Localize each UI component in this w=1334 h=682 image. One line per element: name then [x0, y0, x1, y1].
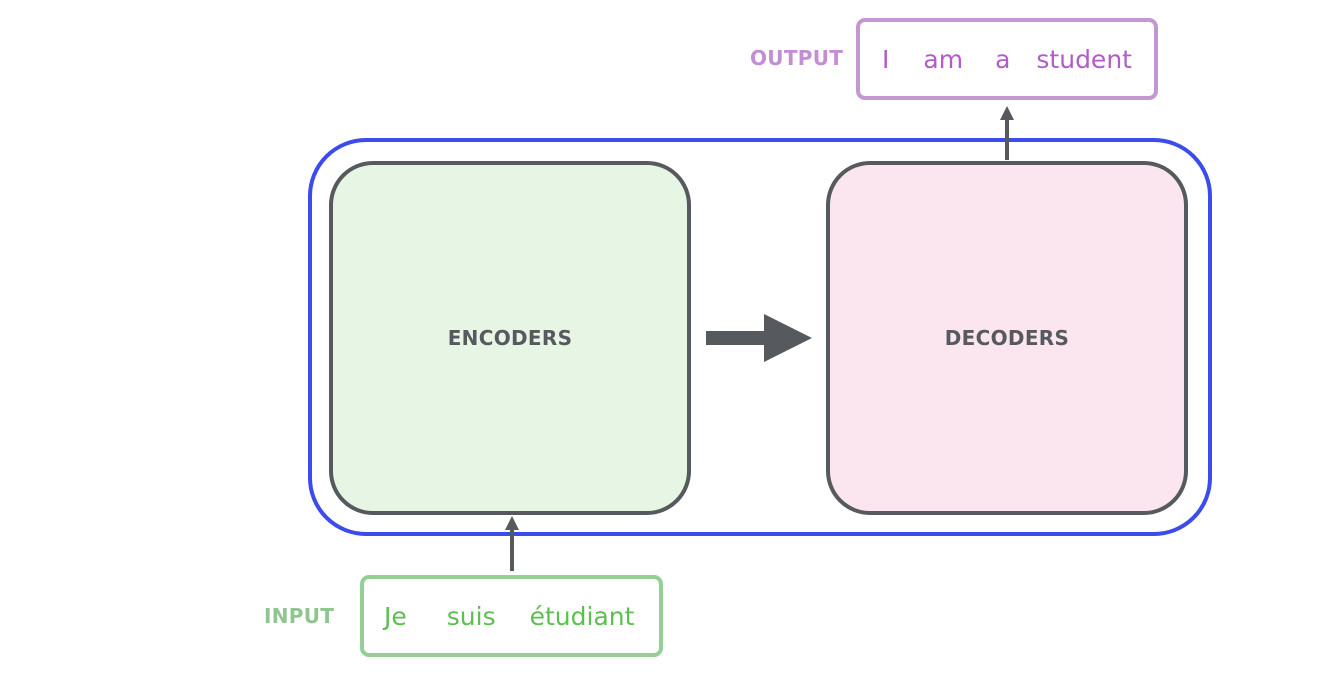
input-word: Je — [384, 601, 407, 631]
encoders-block: ENCODERS — [329, 161, 691, 515]
input-word: étudiant — [529, 601, 635, 631]
output-word: a — [995, 44, 1011, 74]
input-label: INPUT — [264, 604, 335, 628]
input-word: suis — [446, 601, 496, 631]
decoders-block: DECODERS — [826, 161, 1188, 515]
input-sentence-box: Je suis étudiant — [360, 575, 663, 657]
output-word: student — [1036, 44, 1132, 74]
encoders-label: ENCODERS — [447, 326, 573, 350]
output-sentence-box: I am a student — [856, 18, 1158, 100]
output-label: OUTPUT — [750, 46, 844, 70]
transformer-container — [308, 138, 1212, 536]
output-word: am — [923, 44, 964, 74]
decoders-label: DECODERS — [944, 326, 1070, 350]
output-word: I — [882, 44, 890, 74]
